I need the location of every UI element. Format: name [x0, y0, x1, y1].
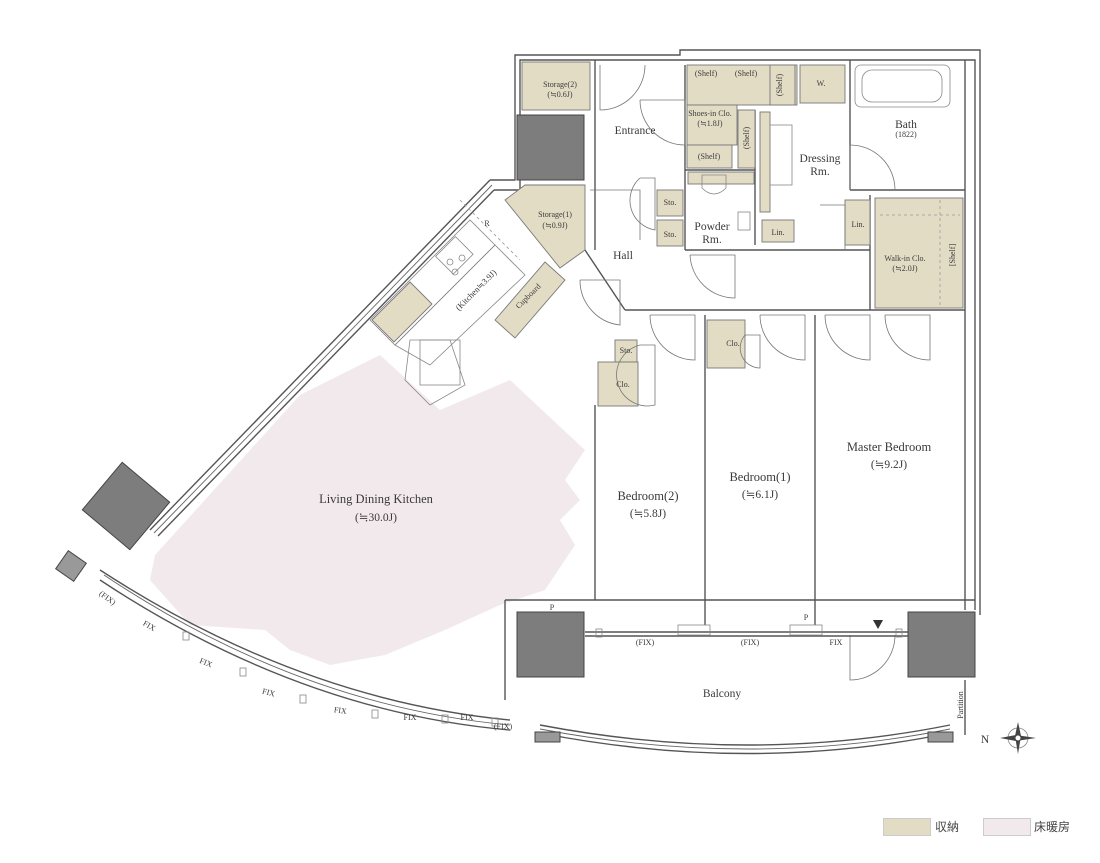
column-balcony-right [907, 611, 976, 678]
fix-label-5: FIX [141, 619, 157, 633]
r-label: R [484, 219, 490, 228]
shelf-label-1: (Shelf) [695, 69, 718, 78]
powder-top [687, 171, 755, 185]
fix-label-10: FIX [461, 713, 474, 722]
fix-label-3: FIX [830, 638, 843, 647]
shoes-shelf-side [737, 109, 756, 169]
diagonal-wall [149, 179, 495, 537]
floor-heating-area [150, 355, 585, 665]
shoes-name: Shoes-in Clo. [688, 109, 732, 118]
legend-storage-label: 収納 [935, 820, 960, 834]
balcony-railing [534, 680, 966, 755]
fix-markers [182, 628, 903, 727]
dressing-name2: Rm. [810, 166, 830, 178]
clo-label-1: Clo. [616, 380, 630, 389]
bathtub [854, 64, 951, 108]
storage1-area: (≒0.9J) [542, 221, 567, 230]
sto-lower [656, 219, 684, 247]
powder-fixtures [701, 124, 793, 231]
kitchen-fixtures [369, 199, 526, 406]
interior-walls [504, 60, 975, 700]
fix-label-4: (FIX) [97, 589, 117, 607]
ldk-area: (≒30.0J) [355, 512, 397, 524]
shelf-label-vertical-2: (Shelf) [742, 127, 751, 150]
fix-label-8: FIX [333, 705, 347, 716]
bath-name: Bath [895, 119, 917, 131]
columns [54, 114, 976, 678]
lin-label-2: Lin. [851, 220, 864, 229]
storage2-area: (≒0.6J) [547, 90, 572, 99]
bedroom2-name: Bedroom(2) [617, 489, 678, 503]
walkin-area: (≒2.0J) [892, 264, 917, 273]
fix-label-9: FIX [404, 713, 417, 722]
shoes-area: (≒1.8J) [697, 119, 722, 128]
storage2-name: Storage(2) [543, 80, 577, 89]
clo-label-2: Clo. [726, 339, 740, 348]
p-label-1: P [550, 603, 555, 612]
master-area: (≒9.2J) [871, 459, 907, 471]
balcony-windows [585, 624, 910, 637]
shelf-label-3: (Shelf) [698, 152, 721, 161]
curved-facade [99, 569, 511, 731]
exterior-walls [490, 49, 981, 615]
column-small [54, 549, 88, 583]
lin-left [761, 219, 795, 243]
legend-storage-swatch [883, 818, 931, 836]
fix-label-6: FIX [198, 656, 214, 669]
fix-label-7: FIX [261, 687, 276, 699]
w-area [799, 64, 846, 104]
storage1-name: Storage(1) [538, 210, 572, 219]
shelf-label-2: (Shelf) [735, 69, 758, 78]
dressing-name: Dressing [800, 153, 841, 165]
sto-upper [656, 189, 684, 217]
clo-bed1 [706, 319, 746, 369]
lin-label-1: Lin. [771, 228, 784, 237]
p-label-2: P [804, 613, 809, 622]
column-top [516, 114, 585, 181]
shoes-shelf-lower [686, 144, 733, 169]
shelf-bracket-label: [Shelf] [948, 244, 957, 267]
powder-name: Powder [694, 221, 729, 233]
fix-label-1: (FIX) [636, 638, 655, 647]
shelf-upper-right [769, 64, 796, 106]
walkin-closet-area [874, 197, 964, 309]
kitchen-label: (Kitchen≒3.9J) [453, 267, 498, 312]
storage1-area [504, 184, 586, 269]
entrance-label: Entrance [615, 125, 656, 137]
shoes-closet-mid [686, 104, 738, 146]
dressing-shelf [759, 111, 771, 213]
cupboard-area [494, 261, 566, 339]
shelf-lines [880, 200, 960, 305]
sto-label-2: Sto. [664, 230, 677, 239]
balcony-label: Balcony [703, 688, 742, 700]
compass-rose [1000, 722, 1036, 754]
hall-label: Hall [613, 250, 633, 262]
entrance-marker [873, 620, 883, 629]
column-diagonal [81, 461, 171, 551]
partition-label: Partition [956, 691, 965, 719]
bath-size: (1822) [895, 130, 917, 139]
legend-floor-heating-label: 床暖房 [1034, 820, 1071, 834]
sto-label-1: Sto. [664, 198, 677, 207]
w-label: W. [817, 79, 826, 88]
north-label: N [981, 734, 990, 746]
shelf-label-vertical-1: (Shelf) [775, 74, 784, 97]
bedroom2-area: (≒5.8J) [630, 508, 666, 520]
walkin-name: Walk-in Clo. [884, 254, 925, 263]
fix-label-2: (FIX) [741, 638, 760, 647]
powder-name2: Rm. [702, 234, 722, 246]
fix-label-11: (FIX) [494, 722, 513, 731]
bedroom1-area: (≒6.1J) [742, 489, 778, 501]
ldk-name: Living Dining Kitchen [319, 492, 434, 506]
kitchen-counter-storage [371, 281, 433, 343]
storage2-area [521, 61, 591, 111]
storage-areas [371, 61, 964, 407]
column-balcony-left [516, 611, 585, 678]
bedroom1-name: Bedroom(1) [729, 470, 790, 484]
door-swings [579, 64, 931, 681]
legend-floor-heating-swatch [983, 818, 1031, 836]
master-name: Master Bedroom [847, 440, 932, 454]
sto-label-3: Sto. [620, 346, 633, 355]
